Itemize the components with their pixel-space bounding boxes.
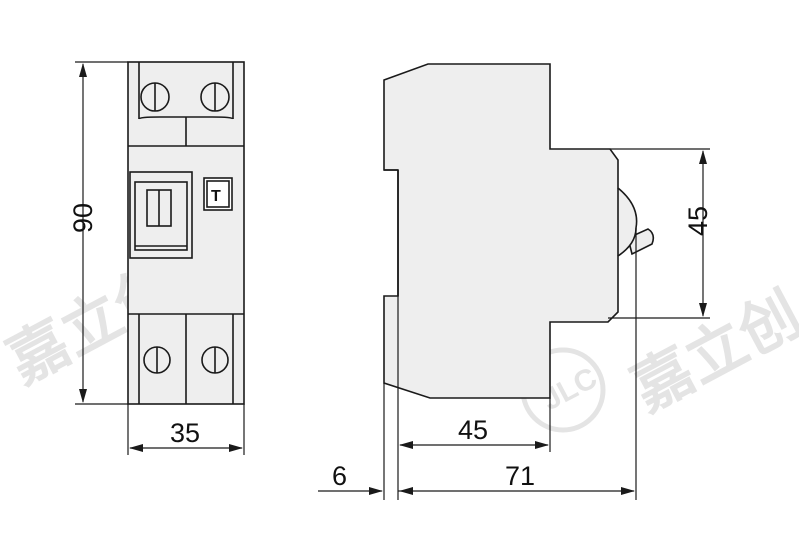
test-button-label: T [211,188,221,205]
overall-depth-label: 71 [505,461,535,491]
side-body [383,63,638,399]
handle-height-label: 45 [683,206,713,236]
front-depth-label: 45 [458,415,488,445]
test-button [203,177,233,211]
side-view [383,63,655,399]
extension-lines [383,228,637,500]
front-view [127,61,245,405]
front-height-label: 90 [68,203,98,233]
front-width-dimension [127,404,245,455]
screw-top-right [200,82,230,112]
watermark-right-text: 嘉立创 [621,279,799,425]
front-width-label: 35 [170,418,200,448]
screw-bottom-right [201,346,229,374]
screw-top-left [140,82,170,112]
screw-bottom-left [143,346,171,374]
front-height-dimension [75,61,128,405]
handle-height-dimension [608,148,710,319]
rail-offset-label: 6 [332,461,347,491]
toggle-handle [129,171,193,259]
